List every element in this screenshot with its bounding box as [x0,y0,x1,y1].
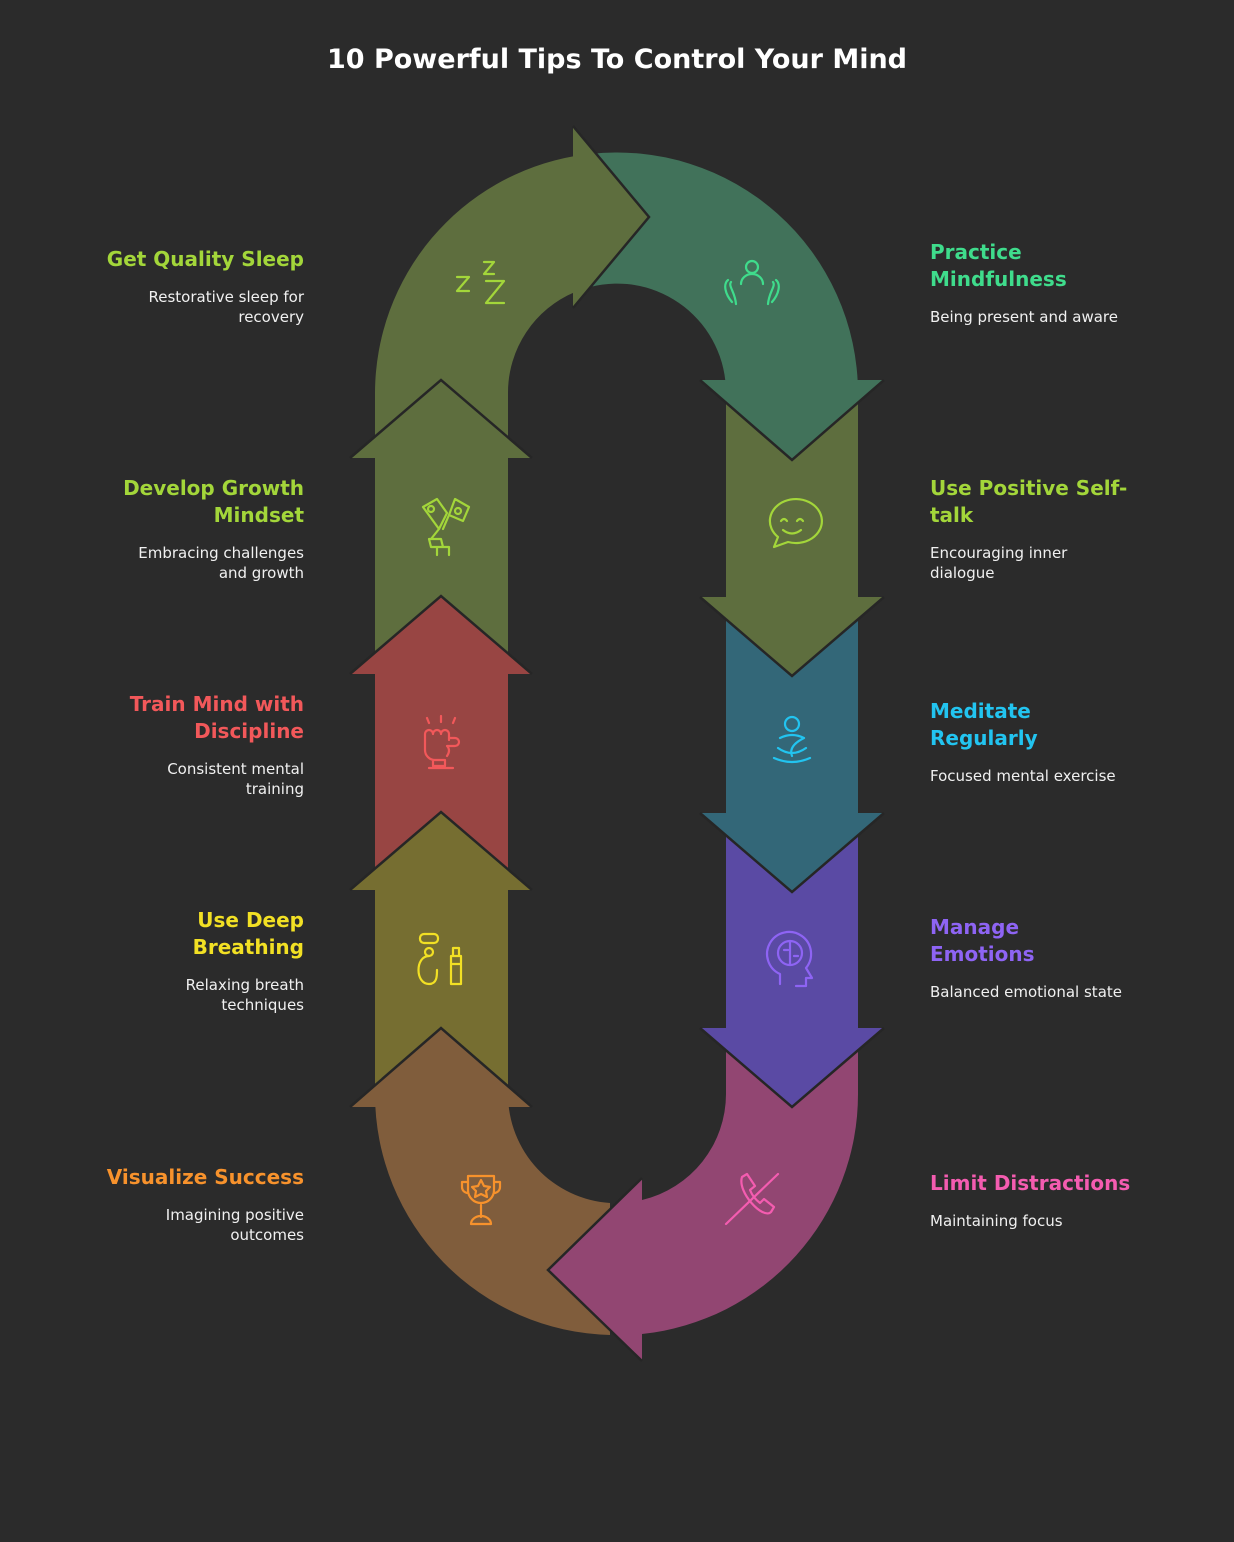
step-desc: Imagining positive outcomes [165,1206,304,1244]
step-desc: Embracing challenges and growth [138,544,304,582]
arrow-head-outline [349,594,533,675]
inhaler-icon [417,932,463,986]
arrow-head [700,597,884,676]
arrow-head [350,380,532,458]
arrow-head-outline [699,1027,885,1109]
arrow-head-outline [546,1177,643,1362]
meditation-icon [772,715,812,764]
smile-speech-bubble-icon [768,497,823,549]
step-desc: Restorative sleep for recovery [148,288,305,326]
arrow-head-outline [349,1026,533,1108]
arrow-head [350,596,532,674]
arrow-head [700,1028,884,1107]
step-title: Develop Growth Mindset [123,476,304,527]
step-title: Train Mind with Discipline [129,692,304,743]
step-desc: Balanced emotional state [930,983,1122,1001]
step-practice-mindfulness: Practice Mindfulness Being present and a… [930,239,1160,327]
arrow-head-outline [349,810,533,891]
arrow-head [548,1178,642,1361]
step-desc: Consistent mental training [167,760,304,798]
step-title: Use Deep Breathing [192,908,304,959]
arrow-segment [375,665,508,885]
arrow-segment [590,152,858,400]
head-brain-icon [766,930,814,988]
fist-icon [423,714,461,770]
arrow-segment [374,1090,610,1335]
step-title: Visualize Success [106,1165,304,1189]
arrow-head [700,380,884,460]
step-desc: Encouraging inner dialogue [930,544,1068,582]
step-manage-emotions: Manage Emotions Balanced emotional state [930,914,1160,1002]
arrow-head [350,812,532,890]
step-limit-distractions: Limit Distractions Maintaining focus [930,1170,1160,1231]
arrow-segment [375,880,508,1100]
arrow-segment [375,156,575,460]
step-meditate-regularly: Meditate Regularly Focused mental exerci… [930,698,1160,786]
arrow-segment [642,1040,859,1334]
diagram-title: 10 Powerful Tips To Control Your Mind [327,44,907,75]
step-use-positive-self-talk: Use Positive Self-talk Encouraging inner… [930,475,1160,583]
step-title: Meditate Regularly [930,699,1038,750]
arrow-head-outline [699,812,885,894]
arrow-segment [375,450,508,670]
arrow-head [700,813,884,892]
arrow-head-outline [349,378,533,459]
step-desc: Being present and aware [930,308,1118,326]
step-use-deep-breathing: Use Deep Breathing Relaxing breath techn… [74,907,304,1015]
step-desc: Focused mental exercise [930,767,1116,785]
step-develop-growth-mindset: Develop Growth Mindset Embracing challen… [74,475,304,583]
step-title: Use Positive Self-talk [930,476,1128,527]
arrow-head-outline [699,379,885,462]
step-desc: Relaxing breath techniques [185,976,304,1014]
step-visualize-success: Visualize Success Imagining positive out… [74,1164,304,1245]
step-title: Limit Distractions [930,1171,1131,1195]
phone-off-icon [724,1172,780,1226]
sleep-zzz-icon [455,260,506,305]
step-title: Manage Emotions [930,915,1035,966]
person-hands-icon [724,259,780,306]
arrow-head-outline [699,596,885,678]
arrow-segment [726,400,858,610]
step-title: Get Quality Sleep [106,247,304,271]
arrow-head [350,1028,532,1107]
arrow-head [573,126,649,308]
arrow-head-outline [572,125,651,309]
plant-growth-icon [421,497,471,557]
trophy-star-icon [460,1174,502,1226]
step-train-mind-with-discipline: Train Mind with Discipline Consistent me… [74,691,304,799]
step-title: Practice Mindfulness [930,240,1067,291]
step-desc: Maintaining focus [930,1212,1063,1230]
step-get-quality-sleep: Get Quality Sleep Restorative sleep for … [74,246,304,327]
